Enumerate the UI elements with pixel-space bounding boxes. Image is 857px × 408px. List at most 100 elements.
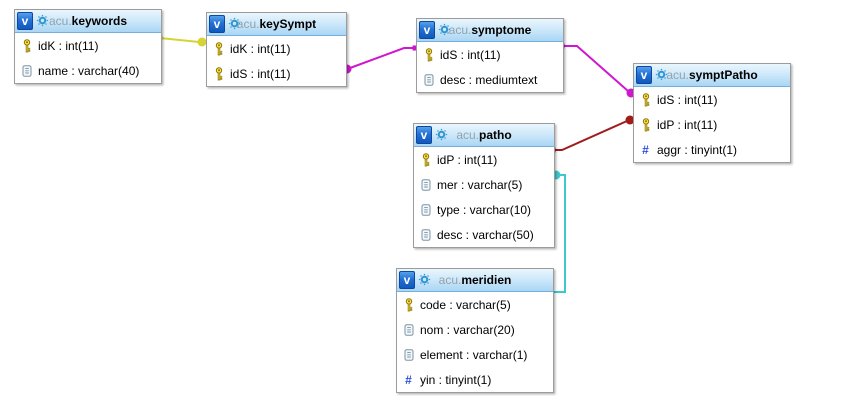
- numeric-column-icon: #: [405, 372, 412, 387]
- column-label: code : varchar(5): [420, 297, 511, 312]
- table-columns: code : varchar(5) nom : varchar(20) elemen…: [397, 292, 553, 392]
- table-title: acu.symptPatho: [664, 68, 759, 82]
- column-icon: [419, 228, 432, 241]
- column-row-mer[interactable]: mer : varchar(5): [414, 172, 554, 197]
- db-table-meridien[interactable]: v acu.meridien code : varchar(5) nom : va…: [396, 268, 554, 393]
- schema-prefix: acu.: [438, 273, 462, 287]
- db-table-symptome[interactable]: v acu.symptome idS : int(11) desc : mediu…: [416, 18, 564, 93]
- table-title: acu.meridien: [437, 273, 514, 287]
- column-label: yin : tinyint(1): [420, 372, 492, 387]
- gear-icon: [435, 128, 448, 141]
- db-table-patho[interactable]: v acu.patho idP : int(11) mer : varchar(5…: [413, 123, 555, 248]
- view-badge-icon: v: [419, 21, 435, 39]
- relationship-line-symptome-symptPatho[interactable]: [562, 45, 629, 92]
- column-row-idS[interactable]: idS : int(11): [634, 87, 790, 112]
- table-title: acu.symptome: [447, 23, 534, 37]
- table-title: acu.patho: [454, 128, 513, 142]
- schema-prefix: acu.: [48, 14, 72, 28]
- column-label: idK : int(11): [230, 41, 291, 56]
- column-row-idP[interactable]: idP : int(11): [414, 147, 554, 172]
- gear-icon: [655, 68, 668, 81]
- column-label: idS : int(11): [230, 66, 291, 81]
- column-row-nom[interactable]: nom : varchar(20): [397, 317, 553, 342]
- column-label: idS : int(11): [440, 47, 501, 62]
- column-label: aggr : tinyint(1): [657, 142, 738, 157]
- primary-key-icon: [212, 41, 225, 56]
- relationship-line-patho-symptPatho[interactable]: [553, 120, 628, 151]
- table-header[interactable]: v acu.symptPatho: [634, 64, 790, 87]
- schema-prefix: acu.: [236, 17, 260, 31]
- column-icon: [20, 64, 33, 77]
- relationship-endpoint-square-keySympt-symptome: [412, 45, 418, 51]
- column-label: element : varchar(1): [420, 347, 528, 362]
- column-label: nom : varchar(20): [420, 322, 515, 337]
- column-label: type : varchar(10): [437, 202, 532, 217]
- column-row-desc[interactable]: desc : mediumtext: [417, 67, 563, 92]
- table-name: keywords: [71, 14, 128, 28]
- gear-icon: [36, 14, 49, 27]
- schema-prefix: acu.: [448, 23, 472, 37]
- column-label: mer : varchar(5): [437, 177, 523, 192]
- column-label: idP : int(11): [437, 152, 498, 167]
- table-name: symptome: [471, 23, 532, 37]
- view-badge-icon: v: [399, 271, 415, 289]
- table-header[interactable]: v acu.patho: [414, 124, 554, 147]
- column-row-idK[interactable]: idK : int(11): [207, 36, 346, 61]
- table-columns: idK : int(11) idS : int(11): [207, 36, 346, 86]
- column-row-name[interactable]: name : varchar(40): [15, 58, 161, 83]
- table-columns: idP : int(11) mer : varchar(5) type : varc…: [414, 147, 554, 247]
- table-header[interactable]: v acu.symptome: [417, 19, 563, 42]
- column-row-code[interactable]: code : varchar(5): [397, 292, 553, 317]
- column-row-idK[interactable]: idK : int(11): [15, 33, 161, 58]
- schema-prefix: acu.: [456, 128, 479, 142]
- primary-key-icon: [422, 47, 435, 62]
- relationship-endpoint-dot-keywords-keySympt: [197, 37, 207, 47]
- primary-key-icon: [212, 66, 225, 81]
- view-badge-icon: v: [17, 12, 33, 30]
- column-label: idP : int(11): [657, 117, 718, 132]
- column-label: name : varchar(40): [38, 63, 140, 78]
- table-header[interactable]: v acu.keywords: [15, 10, 161, 33]
- table-header[interactable]: v acu.meridien: [397, 269, 553, 292]
- primary-key-icon: [20, 38, 33, 53]
- table-name: keySympt: [259, 17, 317, 31]
- column-icon: [419, 178, 432, 191]
- table-title: acu.keySympt: [235, 17, 318, 31]
- column-icon: [402, 348, 415, 361]
- relationship-line-keywords-keySympt[interactable]: [159, 37, 200, 43]
- primary-key-icon: [419, 152, 432, 167]
- gear-icon: [228, 17, 241, 30]
- db-table-keywords[interactable]: v acu.keywords idK : int(11) name : varch…: [14, 9, 162, 84]
- table-columns: idS : int(11) desc : mediumtext: [417, 42, 563, 92]
- relationship-line-keySympt-symptome[interactable]: [349, 47, 415, 69]
- column-label: idK : int(11): [38, 38, 99, 53]
- column-row-idS[interactable]: idS : int(11): [417, 42, 563, 67]
- gear-icon: [418, 273, 431, 286]
- column-row-element[interactable]: element : varchar(1): [397, 342, 553, 367]
- table-columns: idS : int(11) idP : int(11) # aggr : tinyin…: [634, 87, 790, 162]
- table-name: symptPatho: [689, 68, 758, 82]
- primary-key-icon: [402, 297, 415, 312]
- db-table-symptPatho[interactable]: v acu.symptPatho idS : int(11) idP : int(…: [633, 63, 791, 163]
- column-label: desc : varchar(50): [437, 227, 534, 242]
- column-icon: [422, 73, 435, 86]
- table-columns: idK : int(11) name : varchar(40): [15, 33, 161, 83]
- numeric-column-icon: #: [642, 142, 649, 157]
- column-label: idS : int(11): [657, 92, 718, 107]
- column-icon: [419, 203, 432, 216]
- column-row-type[interactable]: type : varchar(10): [414, 197, 554, 222]
- column-row-idP[interactable]: idP : int(11): [634, 112, 790, 137]
- column-row-desc[interactable]: desc : varchar(50): [414, 222, 554, 247]
- gear-icon: [438, 23, 451, 36]
- primary-key-icon: [639, 92, 652, 107]
- column-row-idS[interactable]: idS : int(11): [207, 61, 346, 86]
- view-badge-icon: v: [209, 15, 225, 33]
- schema-prefix: acu.: [666, 68, 689, 82]
- relationship-endpoint-dot-patho-symptPatho: [625, 115, 635, 125]
- column-row-aggr[interactable]: # aggr : tinyint(1): [634, 137, 790, 162]
- table-name: patho: [479, 128, 512, 142]
- table-header[interactable]: v acu.keySympt: [207, 13, 346, 36]
- db-table-keySympt[interactable]: v acu.keySympt idK : int(11) idS : int(11…: [206, 12, 347, 87]
- column-row-yin[interactable]: # yin : tinyint(1): [397, 367, 553, 392]
